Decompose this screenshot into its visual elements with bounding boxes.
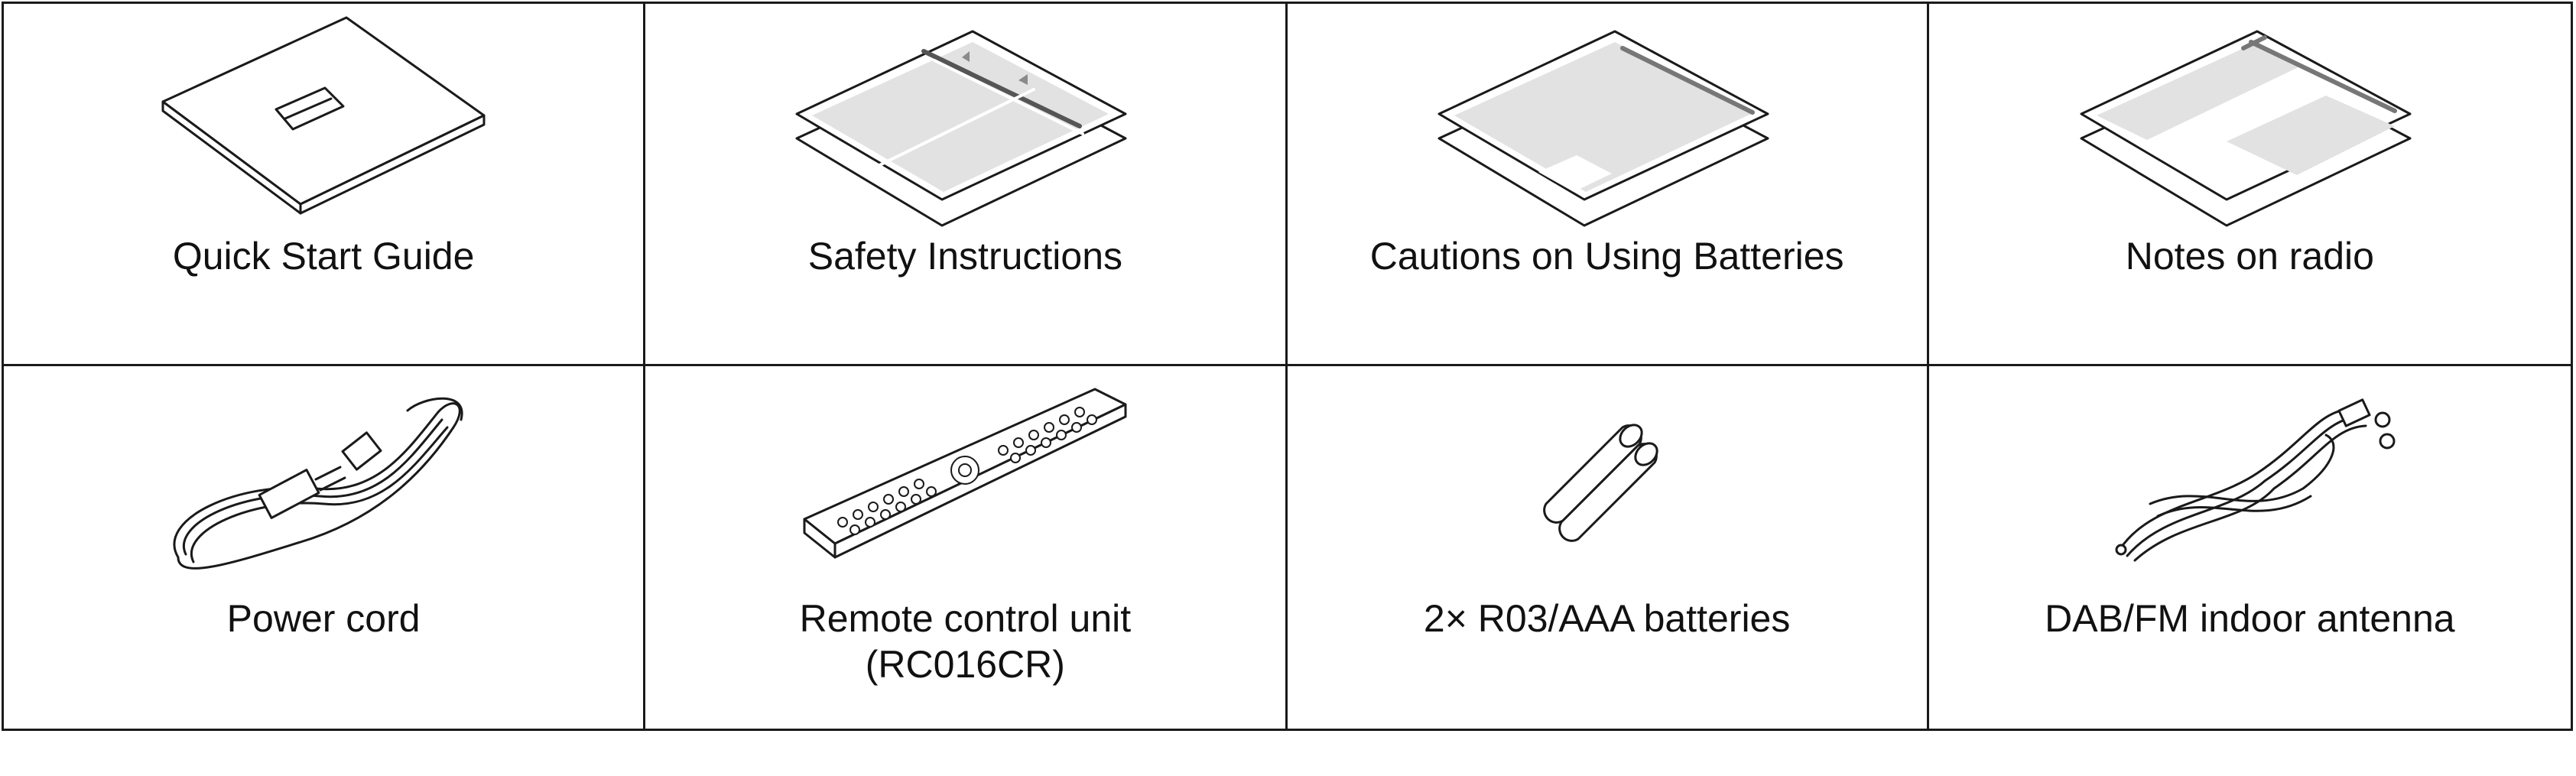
accessory-cell-quick-start-guide: Quick Start Guide bbox=[4, 4, 646, 366]
aaa-batteries-icon bbox=[1542, 424, 1658, 542]
accessory-label: Notes on radio bbox=[2125, 235, 2374, 278]
remote-control-icon bbox=[803, 388, 1127, 559]
accessory-label: Quick Start Guide bbox=[172, 235, 475, 278]
indoor-antenna-icon bbox=[2115, 398, 2396, 562]
battery-cautions-sheet-icon bbox=[1437, 30, 1769, 227]
safety-instructions-sheet-icon bbox=[795, 30, 1127, 227]
accessory-cell-remote-control: Remote control unit (RC016CR) bbox=[645, 366, 1288, 729]
quick-start-guide-icon bbox=[161, 16, 486, 215]
accessory-label: DAB/FM indoor antenna bbox=[2045, 597, 2455, 640]
accessory-cell-radio-notes: Notes on radio bbox=[1928, 4, 2571, 366]
accessory-label: 2× R03/AAA batteries bbox=[1423, 597, 1791, 640]
accessory-cell-safety-instructions: Safety Instructions bbox=[645, 4, 1288, 366]
accessory-label: Cautions on Using Batteries bbox=[1369, 235, 1844, 278]
accessory-cell-battery-cautions: Cautions on Using Batteries bbox=[1287, 4, 1929, 366]
accessories-table: Quick Start Guide Safety Instructions bbox=[2, 2, 2573, 731]
power-cord-icon bbox=[173, 397, 463, 570]
accessory-cell-indoor-antenna: DAB/FM indoor antenna bbox=[1929, 366, 2571, 729]
accessory-label: Safety Instructions bbox=[807, 235, 1123, 278]
accessory-cell-power-cord: Power cord bbox=[4, 366, 646, 729]
accessory-label: Power cord bbox=[226, 597, 421, 640]
radio-notes-sheet-icon bbox=[2080, 30, 2412, 227]
accessory-label: Remote control unit (RC016CR) bbox=[799, 597, 1132, 686]
accessory-cell-batteries: 2× R03/AAA batteries bbox=[1288, 366, 1929, 729]
